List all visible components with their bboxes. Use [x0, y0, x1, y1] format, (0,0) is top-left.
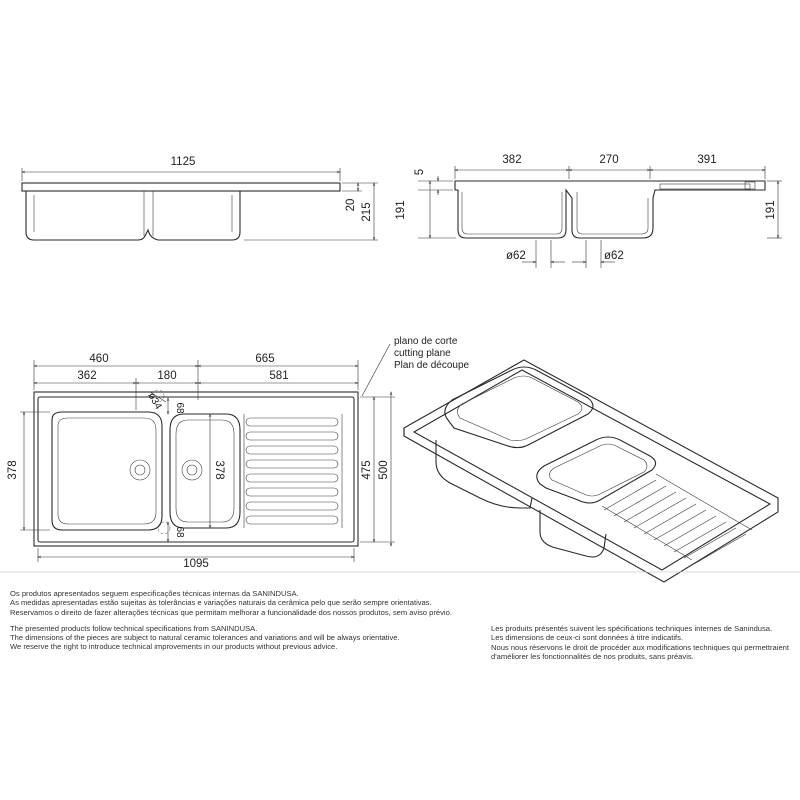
dim-drain-2: ø62 [604, 250, 624, 262]
plan-outer-rim [37, 396, 355, 543]
plan-tap-hole-top [151, 389, 165, 403]
note-en-2: The dimensions of the pieces are subject… [10, 633, 400, 643]
note-fr-1: Les produits présentés suivent les spéci… [491, 624, 773, 633]
dim-section-height-left: 191 [395, 200, 407, 219]
dim-side-rim: 20 [345, 199, 357, 212]
dim-offset-top: 68 [174, 402, 185, 414]
callout-pt: plano de corte [394, 336, 458, 347]
side-view-rim [21, 182, 341, 192]
section-view: 382 270 391 5 191 191 ø62 ø62 [395, 154, 782, 268]
note-en-1: The presented products follow technical … [10, 623, 258, 633]
plan-drainer-grooves [243, 414, 343, 528]
dim-bowl-depth-right: 378 [213, 460, 225, 479]
callout-fr: Plan de découpe [394, 360, 470, 371]
callout-en: cutting plane [394, 348, 451, 359]
plan-tap-hole-bottom [157, 521, 171, 535]
dim-plan-bowl2: 180 [157, 370, 176, 382]
dim-plan-drainer: 581 [269, 370, 288, 382]
dim-side-length: 1125 [171, 156, 196, 168]
dim-section-drainer: 391 [697, 154, 716, 166]
plan-drain-right [181, 459, 203, 481]
side-view-bowls [25, 191, 241, 241]
note-pt-3: Reservamos o direito de fazer alterações… [10, 607, 452, 617]
plan-bowl-right [169, 413, 241, 529]
cutting-plane-callout: plano de corte cutting plane Plan de déc… [361, 336, 470, 397]
note-fr-4: d'améliorer les fonctionnalités de nos p… [491, 651, 694, 661]
note-pt-1: Os produtos apresentados seguem especifi… [10, 589, 299, 598]
note-en-3: We reserve the right to introduce techni… [10, 642, 338, 652]
dim-inner-depth: 475 [361, 460, 373, 479]
dim-side-height: 215 [361, 202, 373, 221]
plan-view: 460 665 362 180 581 ø34 68 68 378 378 47… [7, 353, 395, 570]
dim-section-rim: 5 [414, 169, 426, 175]
iso-bowl-left [444, 366, 594, 449]
dim-offset-bottom: 68 [174, 526, 185, 538]
dim-outer-depth: 500 [378, 460, 390, 479]
notes-left: Os produtos apresentados seguem especifi… [10, 589, 452, 652]
plan-cutting-outline [33, 391, 359, 547]
dim-tap-hole: ø34 [145, 391, 163, 412]
dim-cut-length: 1095 [183, 558, 209, 570]
iso-outline [403, 359, 779, 583]
plan-drain-left [129, 459, 151, 481]
note-pt-2: As medidas apresentadas estão sujeitas à… [10, 598, 432, 608]
dim-plan-bowl1: 362 [77, 370, 96, 382]
iso-bowl-right [536, 436, 657, 504]
note-fr-3: Nous nous réservons le droit de procéder… [491, 642, 790, 652]
iso-top-rim [412, 369, 772, 571]
dim-drain-1: ø62 [506, 250, 526, 262]
isometric-view [403, 359, 779, 583]
notes-right: Les produits présentés suivent les spéci… [491, 624, 789, 661]
dim-plan-left: 460 [89, 353, 108, 365]
iso-drainer-grooves [601, 473, 753, 565]
iso-bowl-left-underside [435, 440, 533, 509]
note-fr-2: Les dimensions de ceux-ci sont données à… [491, 633, 684, 643]
section-profile [454, 180, 766, 239]
dim-bowl-depth-left: 378 [7, 460, 19, 479]
dim-section-height-right: 191 [765, 200, 777, 219]
plan-bowl-left [51, 411, 163, 531]
dim-plan-right: 665 [255, 353, 274, 365]
dim-section-bowl2: 270 [599, 154, 618, 166]
side-view: 1125 20 215 [21, 156, 378, 241]
iso-bowl-right-underside [539, 510, 607, 558]
dim-section-bowl1: 382 [502, 154, 521, 166]
